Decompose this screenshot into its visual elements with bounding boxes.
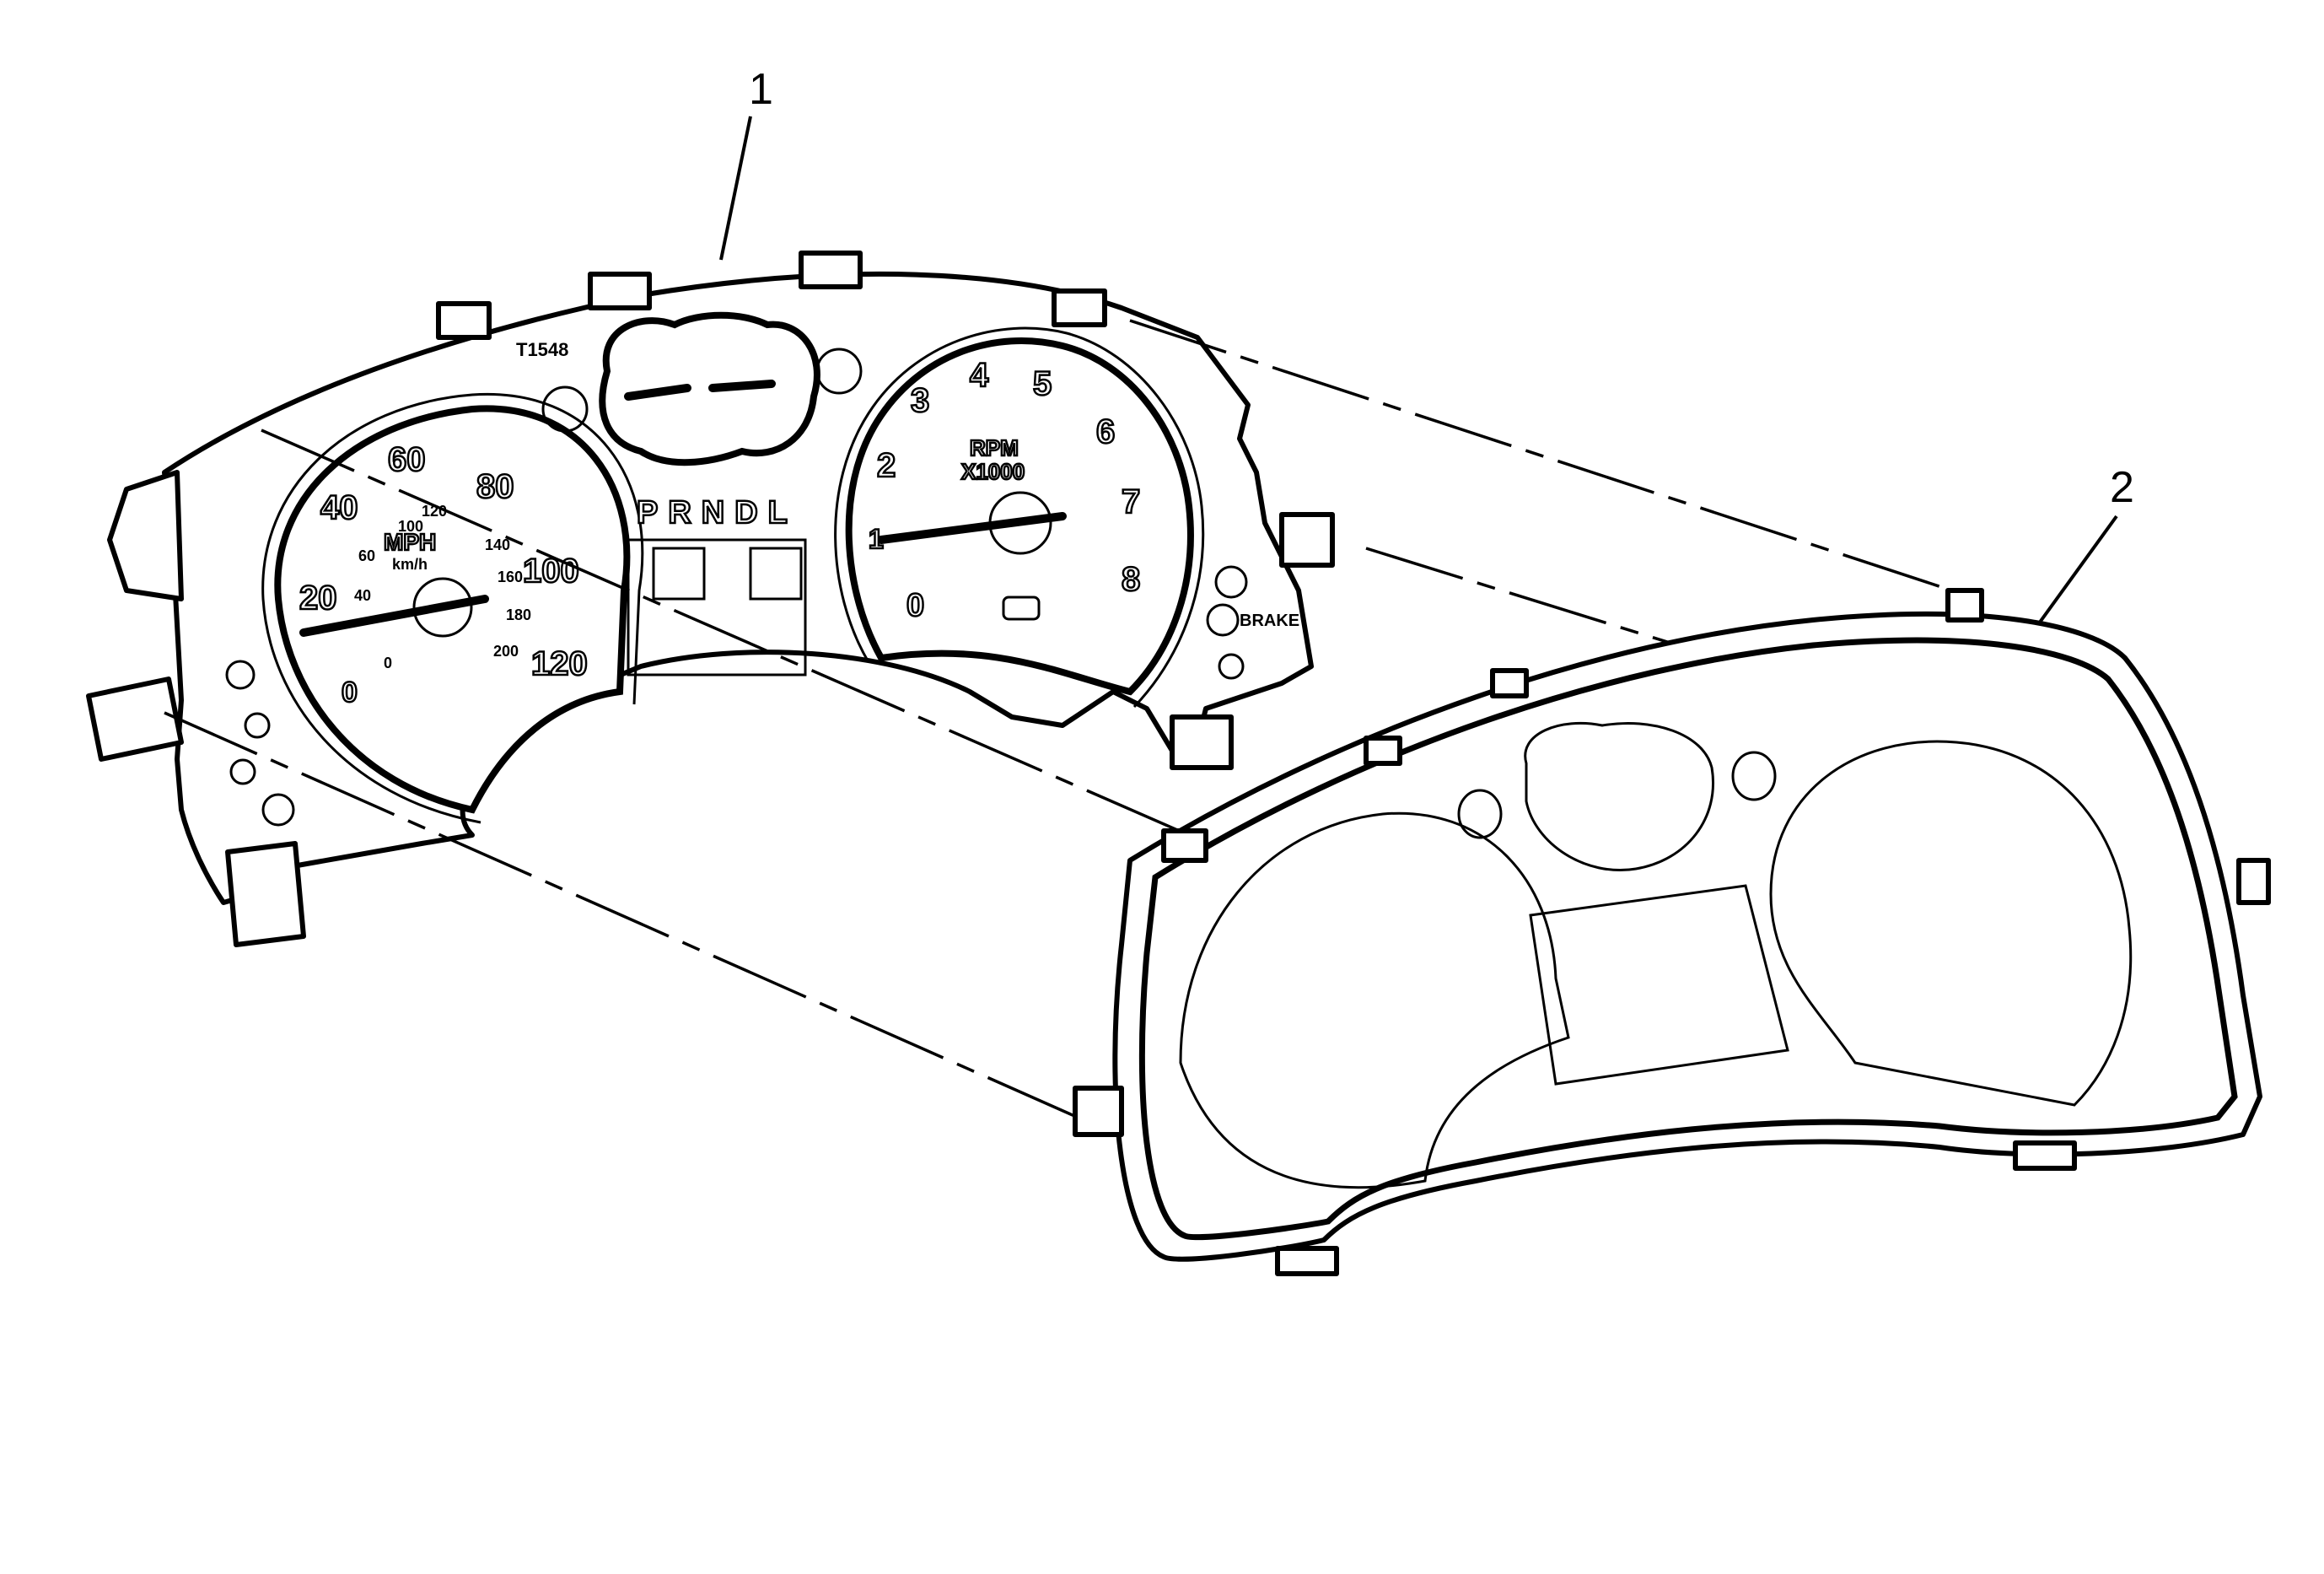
lens-clip <box>1073 1086 1124 1137</box>
security-icon <box>229 758 256 785</box>
callout-2-leader <box>2031 515 2118 634</box>
lens-knob-hole-right <box>1731 751 1777 801</box>
cluster-left-connector <box>86 676 184 762</box>
fog-lamp-icon <box>244 712 271 739</box>
prndl-display-area <box>627 538 807 676</box>
cluster-top-tab <box>799 251 863 289</box>
speed-unit-secondary-label: km/h <box>392 556 428 573</box>
speed-unit-label: MPH <box>384 529 436 555</box>
cluster-bottom-right-tab <box>1170 714 1234 770</box>
lens-clip <box>2013 1140 2077 1171</box>
callout-1: 1 <box>719 65 773 261</box>
prndl-segment <box>652 547 706 601</box>
speed-label: 120 <box>531 645 588 682</box>
kmh-label: 0 <box>384 655 392 671</box>
callout-2-label: 2 <box>2110 463 2134 512</box>
kmh-label: 160 <box>498 569 523 585</box>
lens-clip <box>2236 858 2271 905</box>
lens-tachometer-window <box>1769 740 2133 1107</box>
speedometer-needle <box>299 595 489 637</box>
oil-pressure-icon <box>1214 565 1248 599</box>
rpm-unit-label: RPM <box>970 435 1019 461</box>
rpm-label: 8 <box>1122 561 1140 598</box>
alignment-line <box>1129 319 1966 596</box>
rpm-label: 7 <box>1122 483 1140 520</box>
kmh-label: 140 <box>485 536 510 553</box>
lens-clip <box>1161 828 1208 863</box>
tachometer: 0 1 2 3 4 5 6 7 8 RPM X1000 <box>834 326 1205 709</box>
seatbelt-icon <box>1218 653 1245 680</box>
brake-label: BRAKE <box>1240 612 1299 630</box>
prndl-window: PRNDL <box>627 494 807 676</box>
lens-speedometer-window <box>1179 811 1570 1189</box>
lens-clip <box>1275 1246 1339 1276</box>
rpm-label: 1 <box>869 524 884 554</box>
lens-clip <box>1945 588 1984 623</box>
check-engine-icon <box>1002 596 1041 621</box>
rpm-multiplier-label: X1000 <box>961 459 1025 484</box>
speedometer-hub <box>412 577 473 638</box>
part-code-label: T1548 <box>516 339 568 360</box>
cluster-right-tab <box>1279 512 1335 568</box>
kmh-label: 180 <box>506 606 531 623</box>
tire-pressure-icon <box>261 793 295 827</box>
rpm-label: 6 <box>1096 413 1115 450</box>
prndl-indicator: PRNDL <box>637 495 798 531</box>
callout-1-leader <box>719 116 752 261</box>
alignment-line <box>261 429 1190 837</box>
speed-label: 20 <box>299 579 337 617</box>
instrument-cluster: 0 20 40 60 80 100 120 0 40 60 100 120 14… <box>86 251 1335 947</box>
telltale-icons: BRAKE <box>225 565 1299 827</box>
lens-clip <box>1490 668 1529 698</box>
rpm-label: 3 <box>911 382 929 419</box>
fuel-gauge-needle <box>624 384 691 401</box>
speed-label: 0 <box>342 676 358 709</box>
lens-center-window <box>1529 884 1789 1086</box>
alignment-lines <box>164 319 1966 1124</box>
brake-warning-icon <box>1206 603 1240 637</box>
alignment-line <box>1365 547 1679 647</box>
headlamp-icon <box>225 660 256 690</box>
lens-gauge-window <box>1524 721 1714 871</box>
speedometer-bezel <box>261 392 644 824</box>
cluster-lens <box>1073 588 2271 1276</box>
cluster-top-tab <box>588 272 652 310</box>
tachometer-needle <box>877 512 1067 544</box>
lens-knob-hole-left <box>1457 789 1503 839</box>
rpm-label: 5 <box>1033 365 1052 402</box>
cluster-left-mount <box>107 470 184 601</box>
speed-label: 40 <box>320 489 358 526</box>
speedometer: 0 20 40 60 80 100 120 0 40 60 100 120 14… <box>261 392 644 824</box>
center-gauges: T1548 <box>516 311 863 466</box>
lens-clip <box>1364 736 1402 766</box>
rpm-label: 2 <box>877 447 896 484</box>
speed-label: 60 <box>388 441 426 478</box>
lens-inner-rim <box>1138 637 2238 1241</box>
temp-gauge-needle <box>708 380 776 392</box>
speed-label: 80 <box>476 468 514 505</box>
rpm-label: 0 <box>906 588 924 623</box>
callout-1-label: 1 <box>749 65 773 114</box>
kmh-label: 100 <box>398 518 423 535</box>
cluster-bottom-tab <box>225 841 306 947</box>
callout-2: 2 <box>2031 463 2134 634</box>
rpm-label: 4 <box>970 357 989 394</box>
kmh-label: 200 <box>493 643 519 660</box>
tachometer-face <box>845 337 1194 696</box>
tachometer-bezel <box>834 326 1205 709</box>
lens-outer-frame <box>1112 611 2262 1262</box>
cluster-top-tab <box>436 301 492 340</box>
gauge-knob-right <box>815 348 863 395</box>
gauge-knob-left <box>541 385 589 433</box>
prndl-segment <box>749 547 803 601</box>
speed-label: 100 <box>523 553 579 590</box>
kmh-label: 60 <box>358 547 375 564</box>
cluster-top-tab <box>1052 288 1107 327</box>
alignment-line <box>164 711 1089 1124</box>
kmh-label: 40 <box>354 587 371 604</box>
